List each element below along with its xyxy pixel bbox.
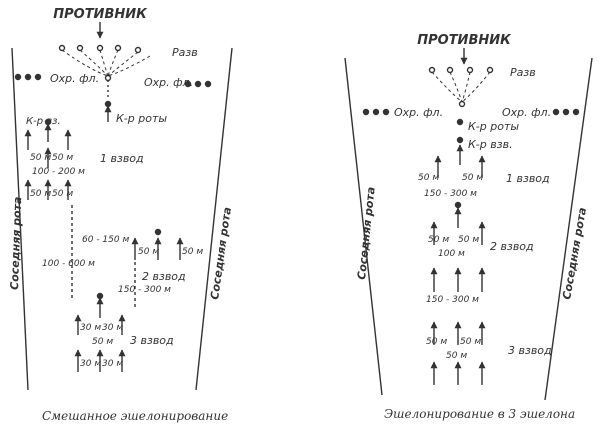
left-dist-30a: 30 м	[80, 323, 101, 333]
left-dist-30d: 30 м	[102, 359, 123, 369]
left-platoon2-label: 2 взвод	[142, 270, 186, 283]
platoon3-arrows	[74, 297, 126, 372]
right-guard-left-label: Охр. фл.	[394, 106, 443, 119]
left-dist-50f: 50 м	[182, 247, 203, 257]
right-platoon3-arrows	[430, 321, 486, 385]
left-dist-60-150: 60 - 150 м	[82, 235, 129, 245]
left-dist-50b: 50 м	[52, 153, 73, 163]
left-dist-50a: 50 м	[30, 153, 51, 163]
left-enemy-label: ПРОТИВНИК	[53, 7, 148, 22]
right-neighbor-left: Соседняя рота	[355, 186, 378, 280]
right-panel-left-boundary	[344, 57, 383, 396]
left-platoon3-label: 3 взвод	[130, 334, 174, 347]
recon-markers	[58, 44, 142, 82]
right-platoon3-label: 3 взвод	[508, 344, 552, 357]
right-dist-150-300a: 150 - 300 м	[424, 189, 477, 199]
right-co-cmdr-label: К-р роты	[468, 120, 519, 133]
right-dist-100: 100 м	[438, 249, 465, 259]
left-dist-30b: 30 м	[102, 323, 123, 333]
right-panel	[344, 48, 593, 401]
left-guard-left-label: Охр. фл.	[50, 72, 99, 85]
right-guard-markers	[362, 108, 580, 209]
right-dist-50g: 50 м	[446, 351, 467, 361]
left-dist-50c: 50 м	[30, 189, 51, 199]
right-guard-right-label: Охр. фл.	[502, 106, 551, 119]
left-dist-50e: 50 м	[138, 247, 159, 257]
right-dist-50f: 50 м	[460, 337, 481, 347]
left-boundary-line	[11, 47, 29, 391]
right-boundary-line	[195, 47, 233, 391]
right-platoon1-arrows	[434, 144, 486, 178]
platoon1-arrows	[24, 129, 72, 200]
right-dist-50e: 50 м	[426, 337, 447, 347]
right-dist-50b: 50 м	[462, 173, 483, 183]
left-dist-30c: 30 м	[80, 359, 101, 369]
right-dist-150-300b: 150 - 300 м	[426, 295, 479, 305]
left-dist-150-300: 150 - 300 м	[118, 285, 171, 295]
left-guard-right-label: Охр. фл.	[144, 76, 193, 89]
right-platoon1-label: 1 взвод	[506, 172, 550, 185]
left-recon-label: Разв	[172, 46, 198, 59]
right-panel-right-boundary	[544, 57, 593, 401]
left-dist-100-600: 100 - 600 м	[42, 259, 95, 269]
right-platoon2-label: 2 взвод	[490, 240, 534, 253]
left-dist-50d: 50 м	[52, 189, 73, 199]
left-co-cmdr-label: К-р роты	[116, 112, 167, 125]
guard-markers	[14, 73, 212, 300]
right-pl-cmdr-label: К-р взв.	[468, 138, 513, 151]
left-panel	[11, 22, 233, 391]
left-neighbor-right: Соседняя рота	[208, 206, 234, 300]
right-caption: Эшелонирование в 3 эшелона	[384, 407, 575, 421]
platoon2-arrows	[131, 237, 184, 260]
left-neighbor-left: Соседняя рота	[8, 196, 24, 290]
recon-fan	[61, 49, 151, 77]
right-recon-fan	[431, 71, 491, 103]
right-dist-50a: 50 м	[418, 173, 439, 183]
left-dist-50g: 50 м	[92, 337, 113, 347]
right-platoon2-arrows	[430, 207, 486, 292]
left-pl-cmdr-label: К-р вз.	[26, 116, 61, 127]
right-enemy-label: ПРОТИВНИК	[417, 33, 512, 48]
left-platoon1-label: 1 взвод	[100, 152, 144, 165]
right-dist-50d: 50 м	[458, 235, 479, 245]
left-dist-100-200: 100 - 200 м	[32, 167, 85, 177]
left-caption: Смешанное эшелонирование	[42, 409, 228, 423]
right-dist-50c: 50 м	[428, 235, 449, 245]
right-recon-label: Разв	[510, 66, 536, 79]
right-recon-markers	[428, 66, 494, 108]
